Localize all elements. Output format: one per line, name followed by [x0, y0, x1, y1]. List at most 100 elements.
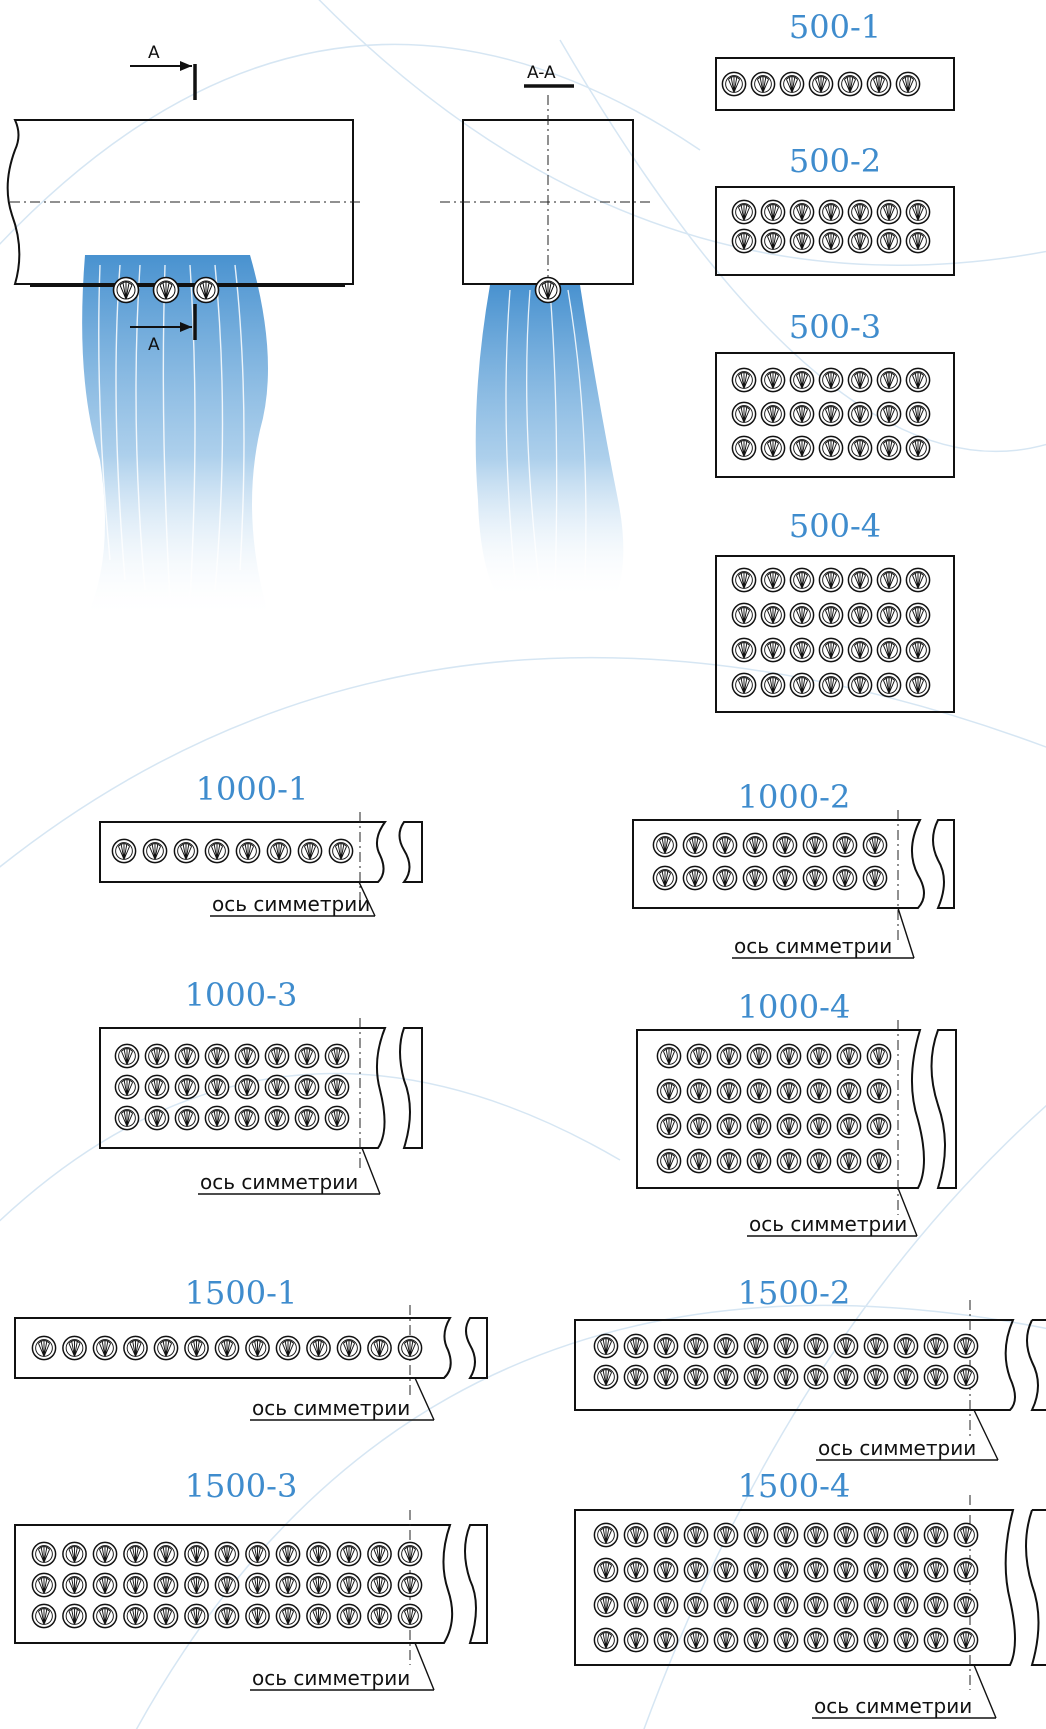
nozzle-icon: [682, 832, 708, 858]
nozzle-icon: [746, 1043, 772, 1069]
variant-title: 500-4: [789, 507, 881, 545]
variant-outline: [14, 1317, 452, 1379]
section-mark-top: A: [148, 43, 160, 63]
nozzle-icon: [731, 435, 757, 461]
nozzle-icon: [144, 1043, 170, 1069]
variant-outline: [632, 819, 925, 909]
nozzle-icon: [656, 1148, 682, 1174]
nozzle-icon: [818, 435, 844, 461]
nozzle-icon: [847, 602, 873, 628]
nozzle-icon: [731, 367, 757, 393]
nozzle-icon: [893, 1627, 919, 1653]
nozzle-icon: [653, 1522, 679, 1548]
nozzle-icon: [245, 1603, 270, 1629]
nozzle-icon: [686, 1148, 712, 1174]
nozzle-icon: [111, 838, 137, 864]
nozzle-icon: [623, 1592, 649, 1618]
nozzle-icon: [31, 1335, 57, 1361]
variant-outline: [574, 1509, 1016, 1666]
nozzle-icon: [818, 602, 844, 628]
nozzle-icon: [773, 1592, 799, 1618]
nozzle-icon: [731, 672, 757, 698]
nozzle-icon: [905, 401, 931, 427]
nozzle-icon: [847, 435, 873, 461]
nozzle-icon: [866, 1113, 892, 1139]
nozzle-icon: [847, 401, 873, 427]
nozzle-icon: [742, 865, 768, 891]
nozzle-icon: [275, 1541, 301, 1567]
nozzle-icon: [818, 637, 844, 663]
nozzle-icon: [893, 1364, 919, 1390]
nozzle-icon: [652, 832, 678, 858]
nozzle-icon: [923, 1522, 949, 1548]
nozzle-icon: [863, 1522, 889, 1548]
nozzle-icon: [876, 602, 902, 628]
nozzle-grid: [731, 567, 931, 698]
nozzle-icon: [789, 567, 815, 593]
nozzle-icon: [184, 1572, 209, 1598]
nozzle-icon: [214, 1541, 240, 1567]
nozzle-icon: [818, 672, 844, 698]
symmetry-axis-label: ось симметрии: [252, 1396, 410, 1420]
nozzle-icon: [779, 71, 805, 97]
nozzle-icon: [397, 1541, 423, 1567]
nozzle-icon: [716, 1148, 742, 1174]
nozzle-icon: [656, 1078, 682, 1104]
nozzle-icon: [808, 71, 834, 97]
nozzle-grid: [652, 832, 888, 891]
nozzle-icon: [234, 1074, 260, 1100]
nozzle-icon: [833, 1364, 859, 1390]
nozzle-icon: [683, 1592, 709, 1618]
nozzle-icon: [62, 1541, 87, 1567]
nozzle-icon: [746, 1078, 772, 1104]
nozzle-icon: [245, 1541, 270, 1567]
nozzle-icon: [760, 602, 786, 628]
nozzle-icon: [776, 1148, 802, 1174]
variant-title: 1000-4: [738, 988, 851, 1026]
nozzle-icon: [324, 1105, 350, 1131]
nozzle-icon: [92, 1603, 118, 1629]
nozzle-icon: [686, 1043, 712, 1069]
nozzle-icon: [245, 1335, 270, 1361]
nozzle-icon: [184, 1603, 209, 1629]
nozzle-icon: [743, 1627, 769, 1653]
nozzle-icon: [294, 1043, 320, 1069]
nozzle-icon: [123, 1572, 148, 1598]
nozzle-icon: [593, 1627, 619, 1653]
nozzle-icon: [683, 1333, 709, 1359]
nozzle-icon: [847, 672, 873, 698]
variant-500-3: 500-3: [715, 308, 955, 478]
nozzle-grid: [593, 1333, 979, 1390]
nozzle-icon: [750, 71, 776, 97]
nozzle-icon: [743, 1522, 769, 1548]
nozzle-icon: [876, 567, 902, 593]
nozzle-icon: [294, 1074, 320, 1100]
nozzle-icon: [123, 1335, 148, 1361]
nozzle-icon: [789, 199, 815, 225]
nozzle-icon: [336, 1603, 362, 1629]
nozzle-icon: [683, 1364, 709, 1390]
variant-title: 500-2: [789, 142, 881, 180]
nozzle-icon: [760, 228, 786, 254]
nozzle-icon: [92, 1541, 118, 1567]
nozzle-icon: [144, 1105, 170, 1131]
nozzle-icon: [204, 838, 230, 864]
section-view-label: A-A: [527, 63, 556, 83]
variant-1500-3: 1500-3 ось симметрии: [14, 1467, 488, 1691]
variant-title: 1500-3: [185, 1467, 298, 1505]
nozzle-icon: [367, 1541, 392, 1567]
nozzle-icon: [953, 1627, 979, 1653]
nozzle-icon: [716, 1113, 742, 1139]
nozzle-icon: [905, 567, 931, 593]
variant-1500-2: 1500-2 ось симметрии: [574, 1274, 1046, 1461]
nozzle-icon: [847, 199, 873, 225]
nozzle-icon: [863, 1557, 889, 1583]
variant-500-1: 500-1: [715, 8, 955, 111]
nozzle-icon: [275, 1335, 301, 1361]
nozzle-icon: [174, 1074, 200, 1100]
nozzle-icon: [593, 1522, 619, 1548]
variant-1000-4: 1000-4 ось симметрии: [636, 988, 957, 1237]
nozzle-icon: [876, 672, 902, 698]
nozzle-icon: [833, 1333, 859, 1359]
nozzle-icon: [862, 865, 888, 891]
